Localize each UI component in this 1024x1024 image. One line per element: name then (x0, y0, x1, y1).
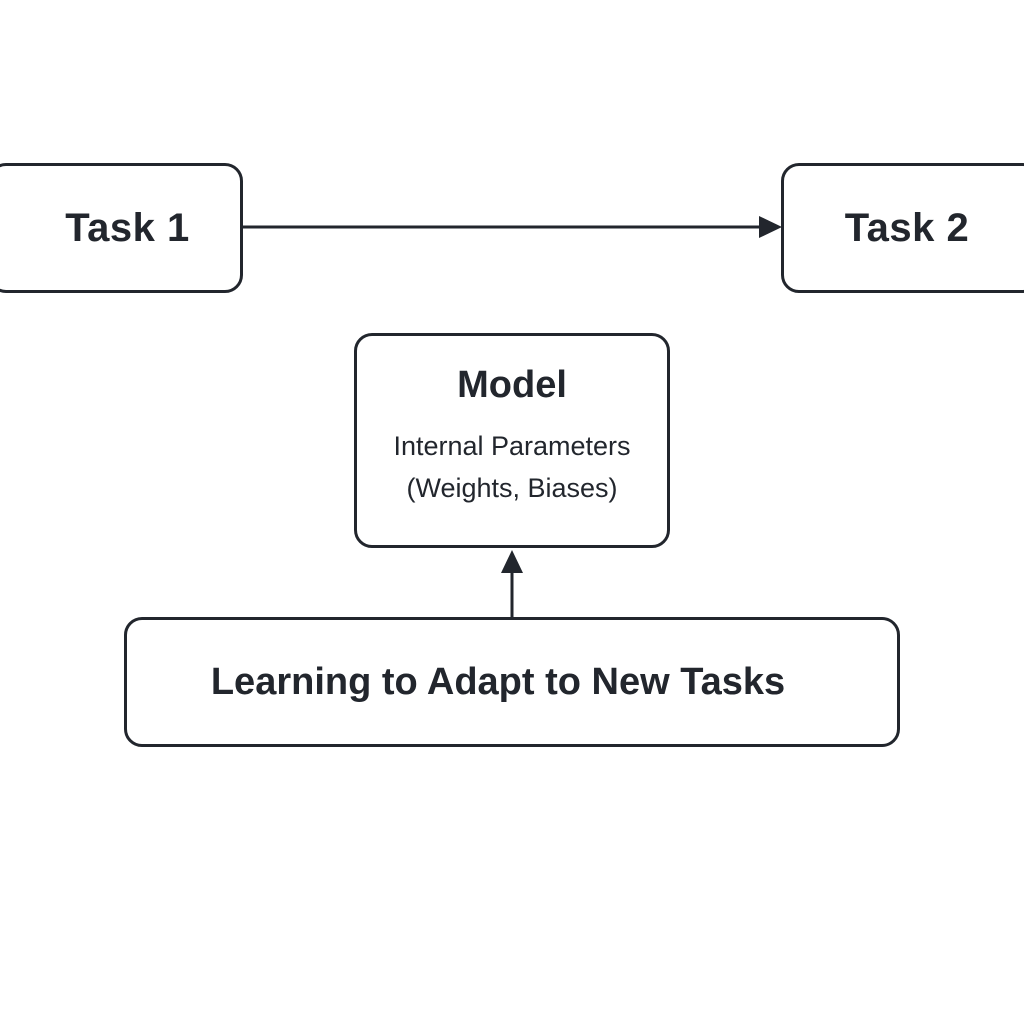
task-2-label: Task 2 (844, 205, 970, 250)
learning-label: Learning to Adapt to New Tasks (210, 660, 786, 703)
model-title: Model (457, 364, 567, 406)
arrow-task1-to-task2 (243, 216, 782, 238)
arrow-learning-to-model (501, 550, 523, 617)
task-1-label: Task 1 (65, 205, 190, 250)
task-1-node: Task 1 (0, 163, 243, 293)
model-parameters-line: Internal Parameters (393, 431, 631, 461)
model-node: Model Internal Parameters (Weights, Bias… (354, 333, 670, 548)
model-weights-biases-line: (Weights, Biases) (406, 473, 618, 503)
learning-node: Learning to Adapt to New Tasks (124, 617, 900, 747)
task-2-node: Task 2 (781, 163, 1024, 293)
